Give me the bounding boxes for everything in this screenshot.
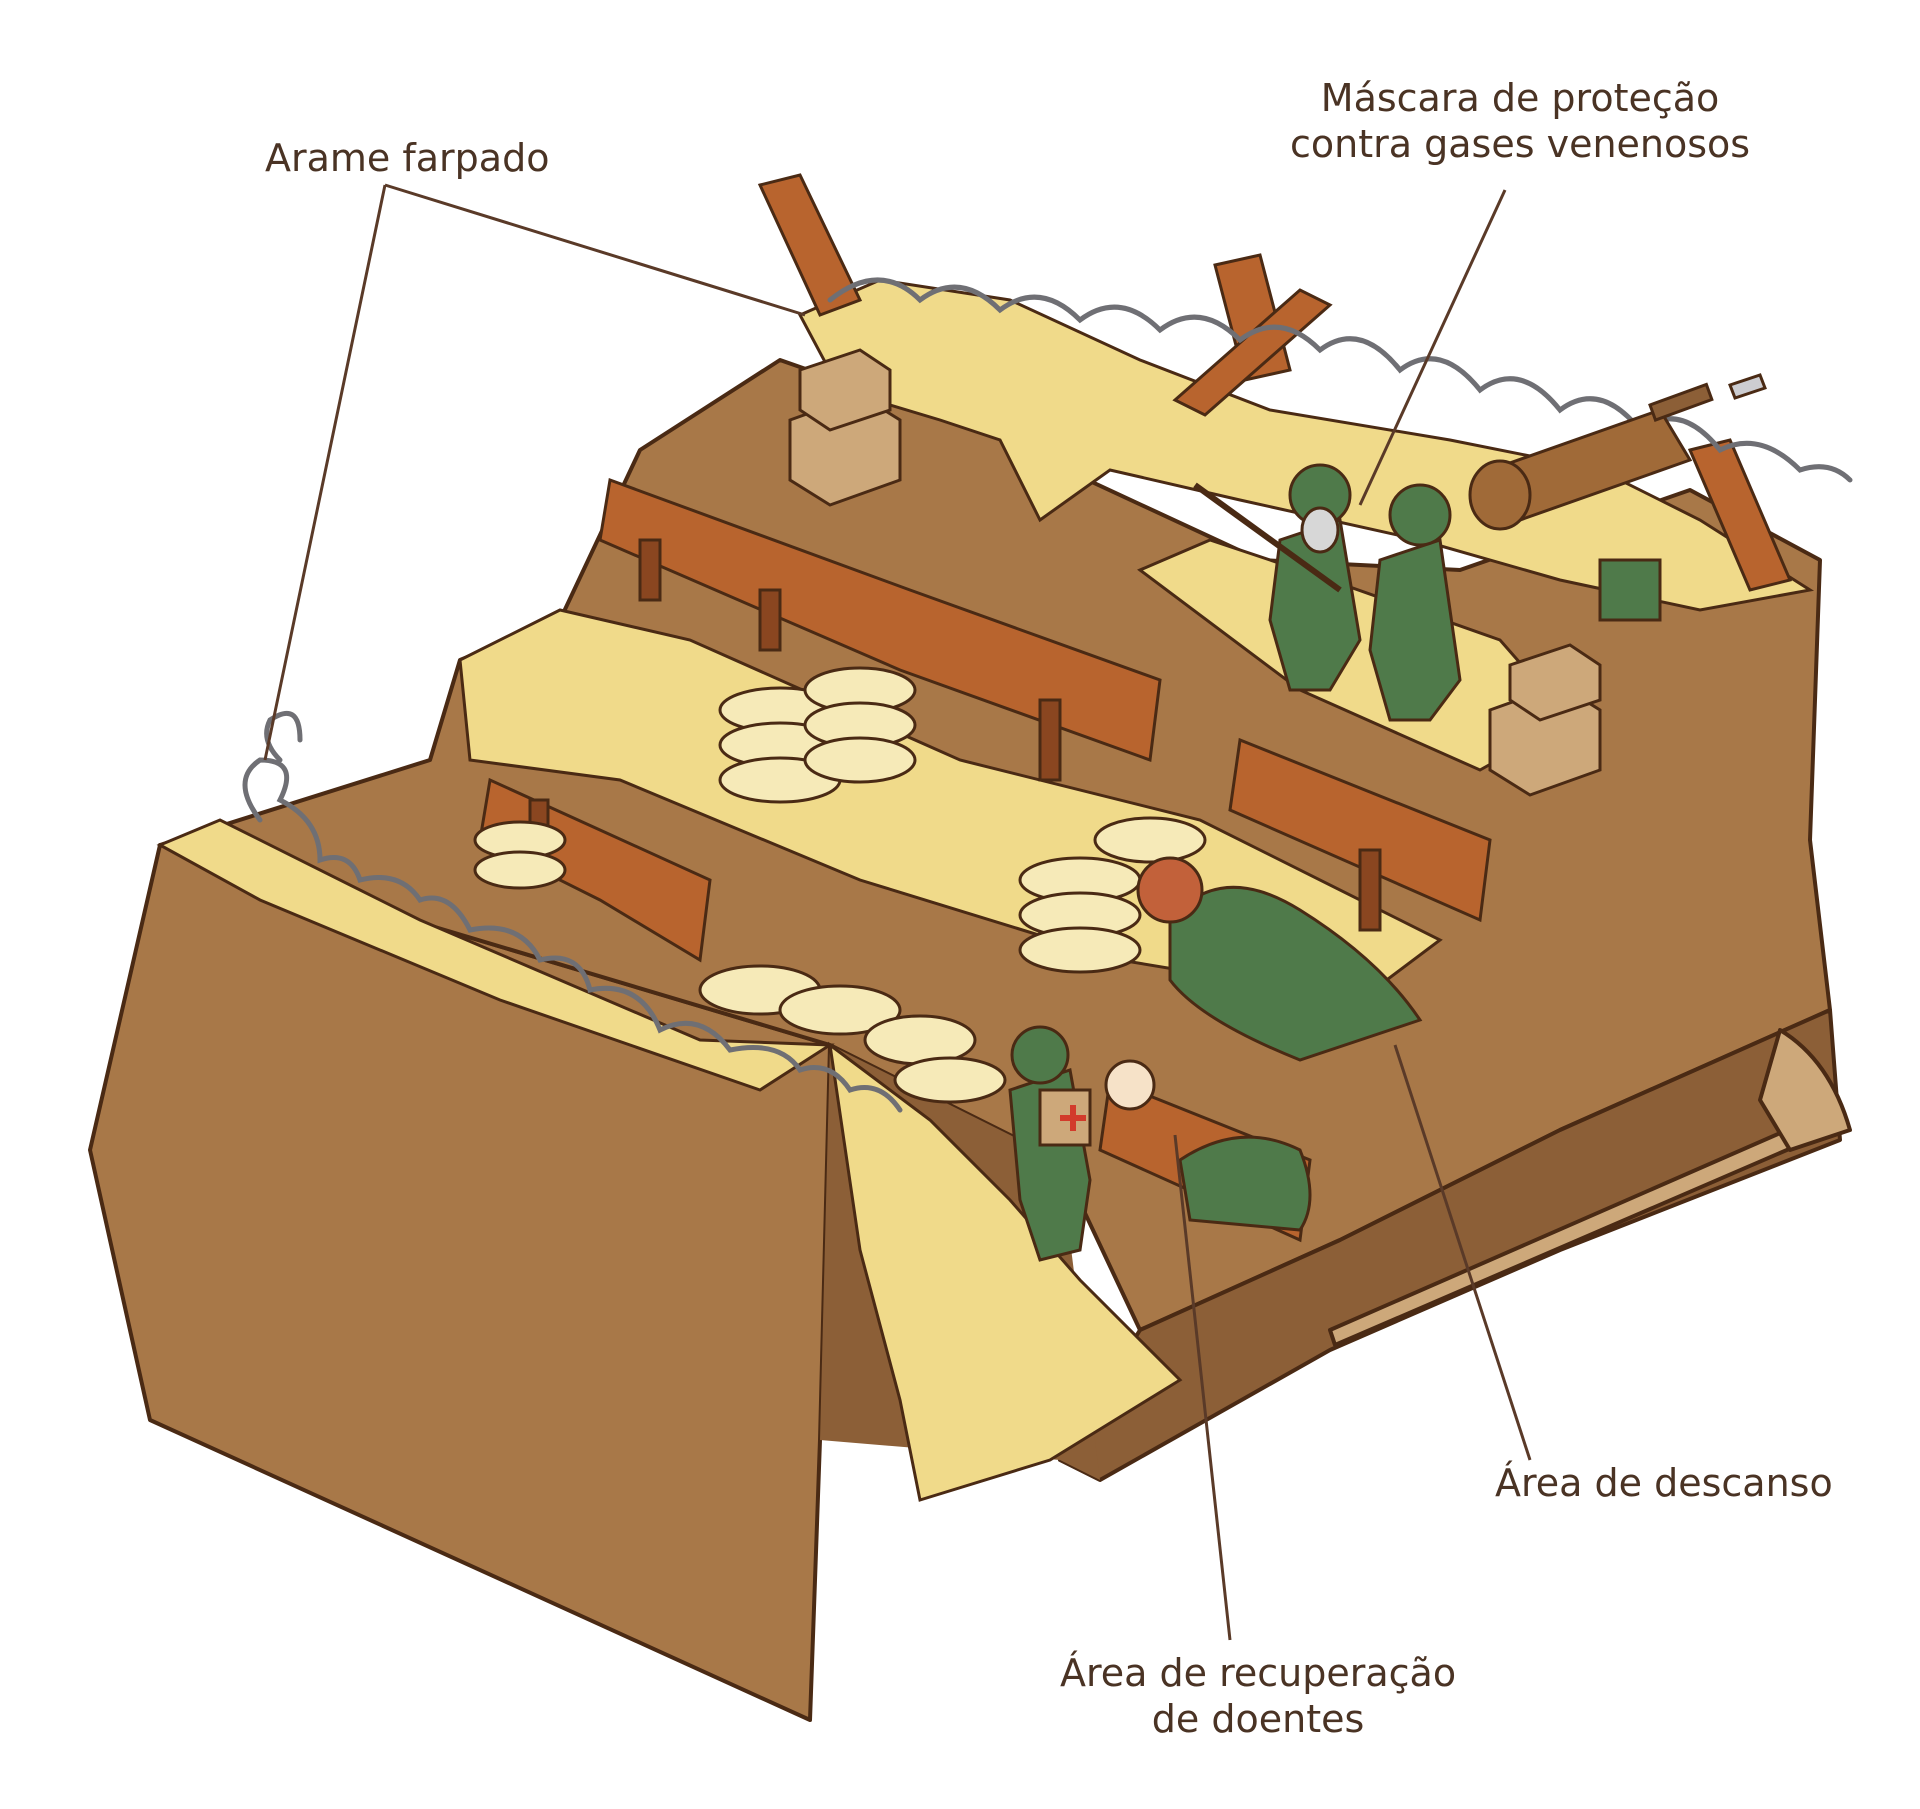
soldier-2-body: [1368, 538, 1462, 722]
wall-middle: [1228, 737, 1492, 923]
stake-4: [1358, 848, 1382, 932]
soldier-2-helmet: [1388, 483, 1452, 547]
rifle: [1193, 482, 1342, 593]
stake-2: [758, 588, 782, 652]
leader-descanso: [1393, 1044, 1532, 1461]
boulder: [1758, 1028, 1852, 1152]
supply-crates: [788, 348, 1602, 797]
leader-mascara: [1358, 189, 1507, 506]
crate-right-2: [1508, 643, 1602, 722]
sandbags: [473, 666, 1207, 1104]
label-area-recuperacao: Área de recuperação de doentes: [1060, 1650, 1456, 1742]
crate-top-left-2: [798, 348, 892, 432]
label-mascara-line1: Máscara de proteção: [1320, 76, 1720, 120]
patient-head: [1104, 1059, 1156, 1111]
post-cross-2: [1172, 288, 1333, 417]
machine-gun-icon: [1468, 373, 1767, 622]
lower-trench-floor: [827, 1041, 1183, 1502]
post-top-left: [757, 173, 863, 317]
patient-blanket: [1178, 1135, 1312, 1232]
label-mascara-protecao: Máscara de proteção contra gases venenos…: [1290, 75, 1750, 167]
label-recuperacao-line1: Área de recuperação: [1060, 1651, 1457, 1695]
medic-cross-icon: [1060, 1105, 1086, 1131]
label-recuperacao-line2: de doentes: [1151, 1697, 1365, 1741]
gas-mask-soldiers: [1193, 463, 1462, 722]
wooden-posts: [757, 173, 1793, 592]
soldier-1-body: [1268, 518, 1362, 692]
barbed-wire-icon: [242, 277, 1853, 1113]
label-area-descanso: Área de descanso: [1495, 1461, 1833, 1505]
label-mascara-line2: contra gases venenosos: [1290, 122, 1751, 166]
medic-helmet: [1010, 1025, 1070, 1085]
gas-mask-icon: [1300, 506, 1340, 554]
stake-3: [1038, 698, 1062, 782]
leader-lines: [263, 183, 1532, 1641]
stake-1: [638, 538, 662, 602]
wall-upper: [598, 477, 1162, 763]
resting-soldier: [1136, 856, 1423, 1062]
leader-arame: [263, 183, 806, 761]
medic-scene: [1008, 1025, 1312, 1262]
top-ridge-sand: [797, 278, 1815, 612]
label-arame-farpado: Arame farpado: [265, 136, 550, 180]
leader-recuperacao: [1173, 1134, 1232, 1641]
